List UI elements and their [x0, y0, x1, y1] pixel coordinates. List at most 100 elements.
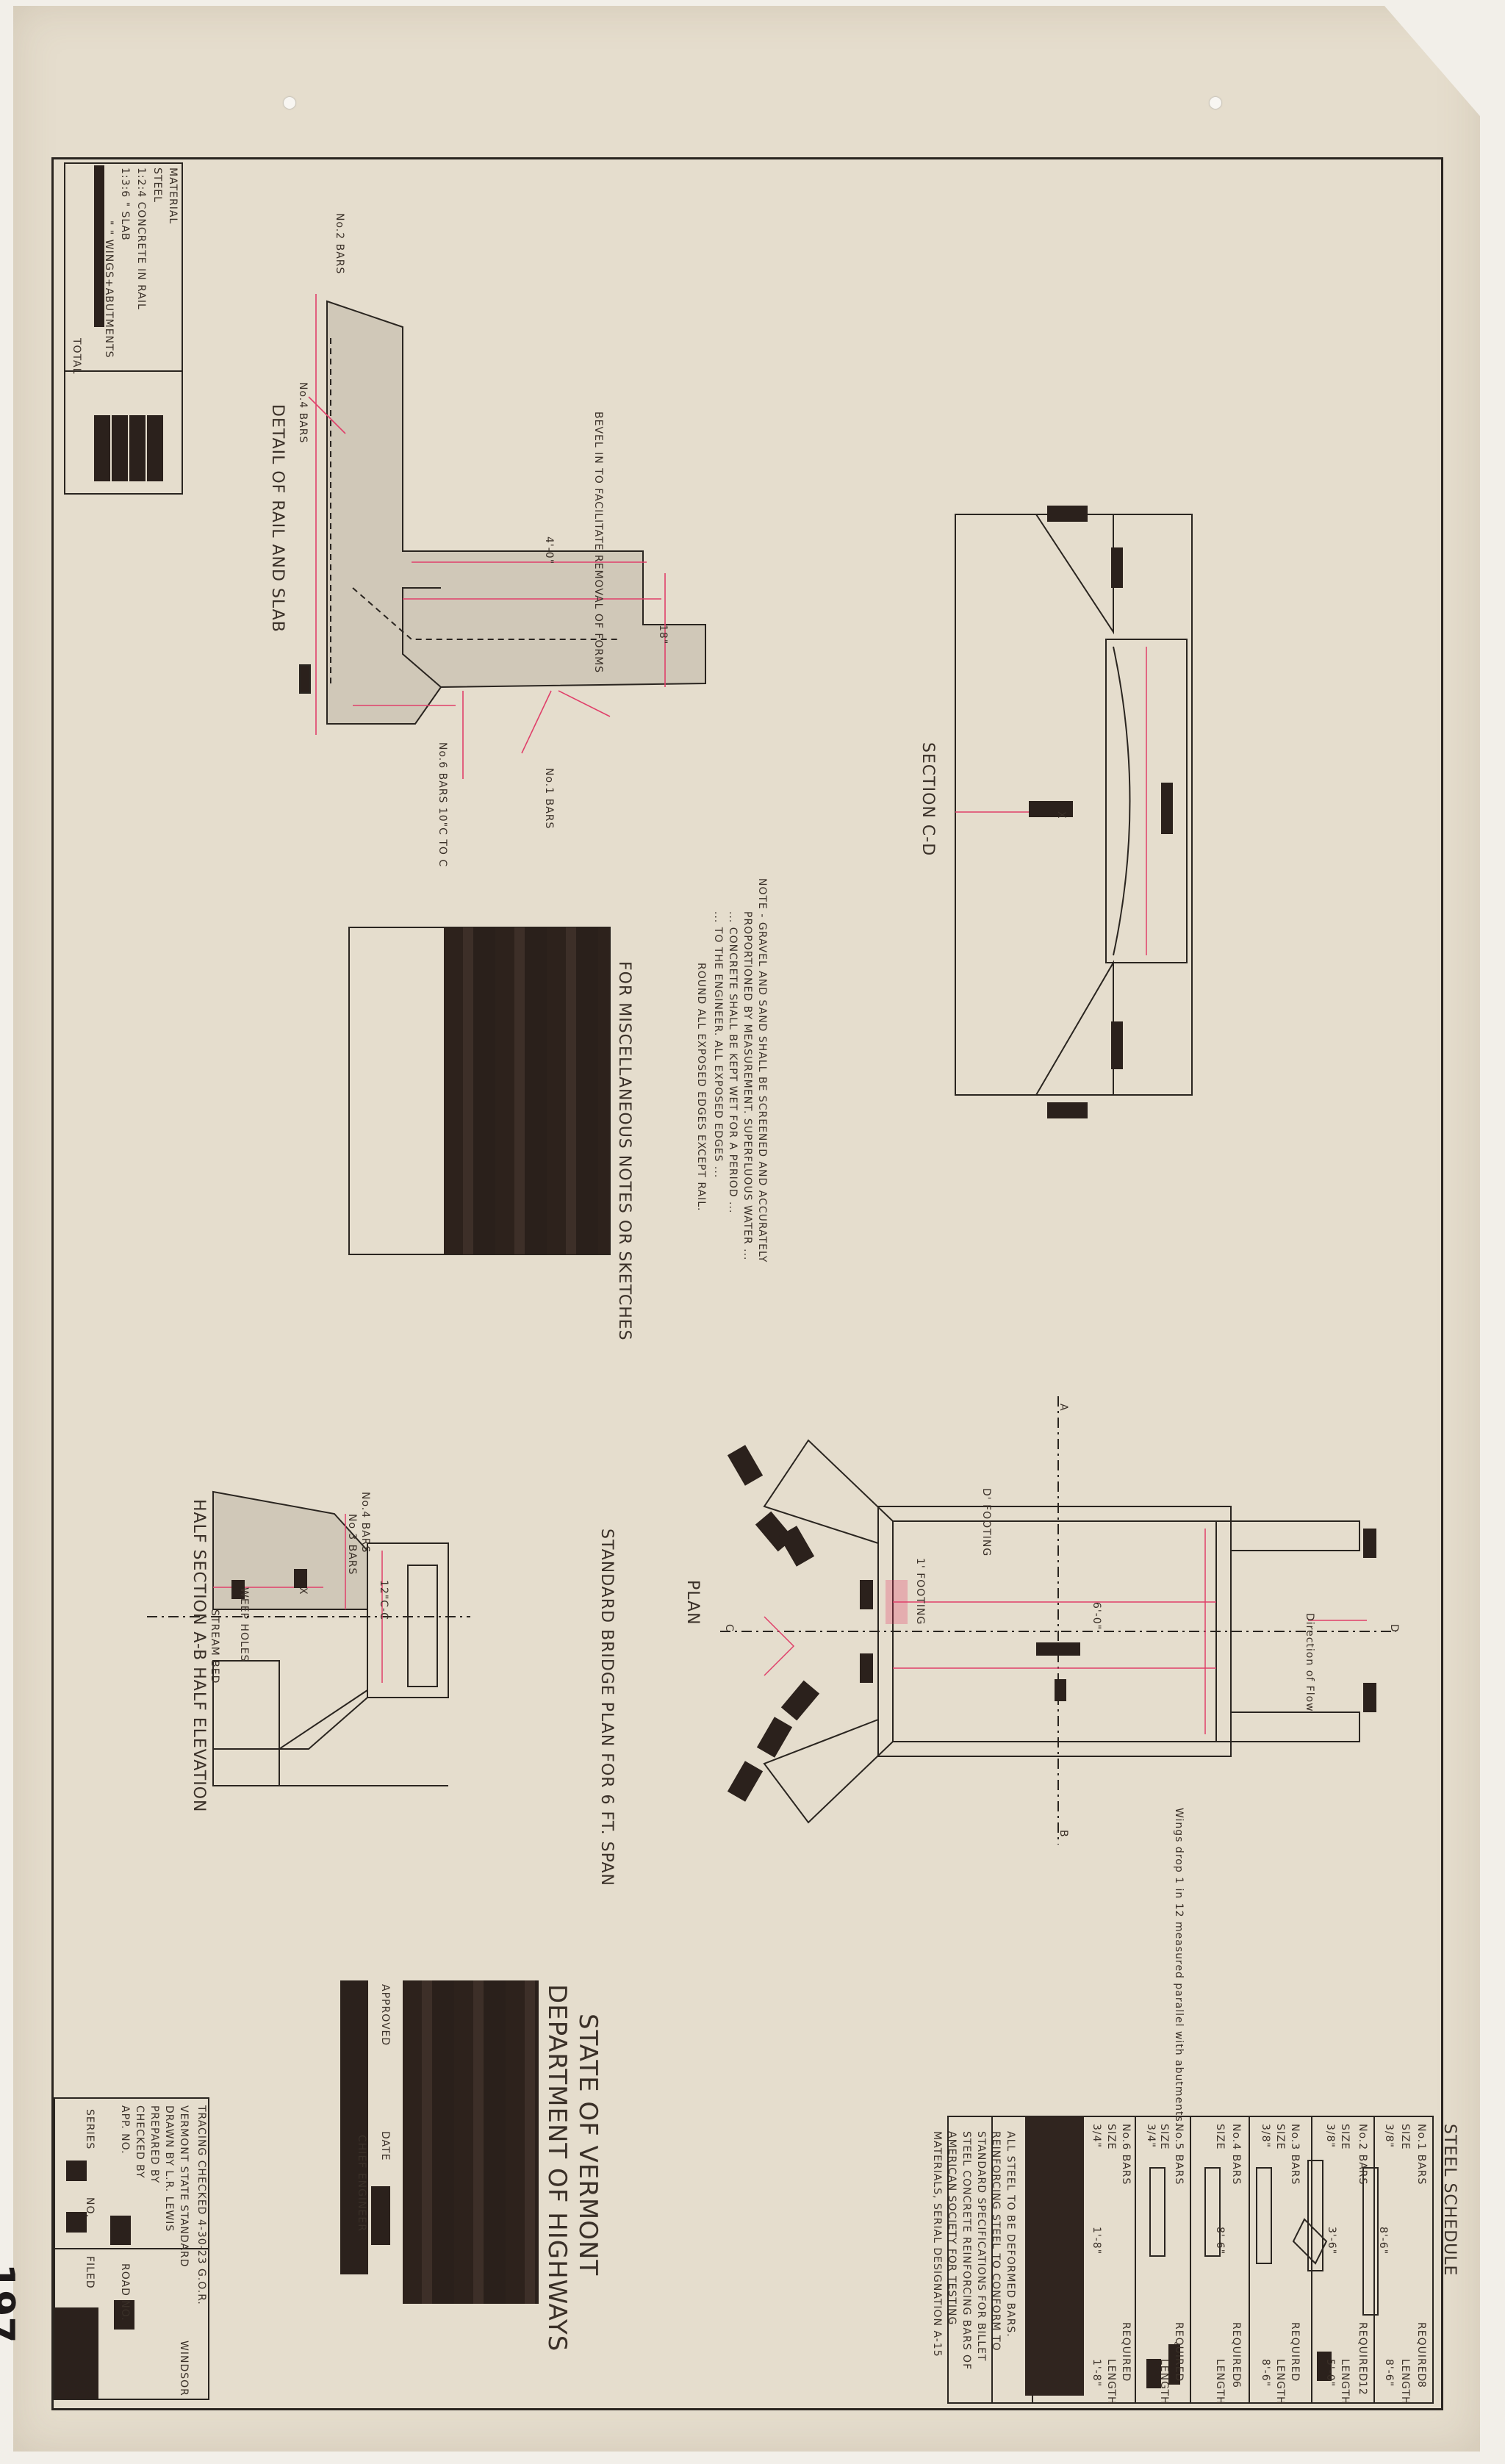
plan-title: PLAN — [683, 1580, 702, 1626]
note-line-5: ROUND ALL EXPOSED EDGES EXCEPT RAIL. — [695, 963, 707, 1212]
plan-section-c: C — [723, 1624, 735, 1632]
schedule-row4-length: 8'-6" — [1214, 2227, 1226, 2255]
plan-redactions — [727, 1445, 1376, 1802]
torn-corner — [1384, 6, 1480, 116]
state-title-line1: STATE OF VERMONT — [573, 2014, 603, 2277]
half-section-title: HALF SECTION A-B HALF ELEVATION — [190, 1499, 208, 1813]
tracing-line-2: DRAWN BY L.R. LEWIS — [163, 2105, 175, 2233]
schedule-row1-length-label: LENGTH — [1399, 2359, 1411, 2405]
plan-dims — [764, 1529, 1367, 1734]
section-cd-dims — [955, 647, 1147, 955]
redacted-approval-strip — [340, 1980, 368, 2274]
schedule-row3-size: SIZE — [1274, 2124, 1286, 2150]
schedule-row5-bar: No.5 BARS — [1173, 2124, 1185, 2185]
schedule-row5-length-label: LENGTH — [1158, 2359, 1170, 2405]
rail-dim-width: 4'-0" — [543, 536, 555, 565]
tracing-no: NO. — [84, 2197, 96, 2219]
note-line-2: PROPORTIONED BY MEASUREMENT. SUPERFLUOUS… — [741, 911, 753, 1261]
schedule-row6-length: 1'-8" — [1091, 2227, 1102, 2255]
material-item-rail: 1:2:4 CONCRETE IN RAIL — [135, 168, 147, 310]
redacted-notes-panel — [444, 927, 610, 1254]
schedule-row5-size-val: 3/4" — [1145, 2124, 1157, 2148]
steel-note: ALL STEEL TO BE DEFORMED BARS. REINFORCI… — [931, 2131, 1016, 2371]
rail-bars-mid: No.4 BARS — [297, 382, 309, 444]
note-line-3: ... CONCRETE SHALL BE KEPT WET FOR A PER… — [727, 911, 739, 1214]
rail-dim-18: 18" — [657, 625, 669, 645]
half-section-spacing: 12"C-C — [378, 1580, 389, 1620]
tracing-line-5: APP. NO. — [119, 2105, 131, 2155]
binder-hole-right — [1210, 97, 1221, 109]
plan-section-b: B — [1057, 1830, 1069, 1838]
rail-bevel-note: BEVEL IN TO FACILITATE REMOVAL OF FORMS — [592, 412, 604, 674]
half-section-ab — [147, 1490, 470, 1786]
steel-schedule-title: STEEL SCHEDULE — [1440, 2124, 1459, 2277]
schedule-row2-required: 12 — [1357, 2381, 1368, 2396]
schedule-row2-size-val: 3/8" — [1324, 2124, 1336, 2148]
approval-chief: CHIEF ENGINEER — [356, 2135, 367, 2232]
schedule-row1-required: 8 — [1415, 2381, 1427, 2388]
schedule-row6-length-label: LENGTH — [1105, 2359, 1117, 2405]
schedule-row1-size-val: 3/8" — [1383, 2124, 1395, 2148]
schedule-row1-size: SIZE — [1399, 2124, 1411, 2150]
sheet-number: 197 — [0, 2263, 22, 2343]
schedule-row4-size: SIZE — [1214, 2124, 1226, 2150]
binder-hole-left — [284, 97, 295, 109]
approval-date: DATE — [379, 2131, 391, 2161]
misc-notes-title: FOR MISCELLANEOUS NOTES OR SKETCHES — [615, 961, 633, 1341]
plan-view — [720, 1396, 1396, 1845]
tracing-checked: TRACING CHECKED 4-30-23 G.O.R. — [195, 2105, 207, 2305]
schedule-row3-length-label: LENGTH — [1274, 2359, 1286, 2405]
redacted-approval-panel — [403, 1980, 539, 2304]
plan-dim-width: 6'-0" — [1091, 1602, 1102, 1631]
schedule-row2-bar: No.2 BARS — [1357, 2124, 1368, 2185]
schedule-row3-size-val: 3/8" — [1260, 2124, 1271, 2148]
tracing-line-4: CHECKED BY — [134, 2105, 146, 2179]
tracing-line-3: PREPARED BY — [148, 2105, 160, 2184]
rail-bars-top: No.2 BARS — [334, 213, 345, 275]
material-total: TOTAL — [71, 338, 82, 375]
material-redactions — [94, 165, 163, 481]
state-title-line2: DEPARTMENT OF HIGHWAYS — [542, 1984, 572, 2352]
drawing-border — [51, 157, 1443, 2410]
half-section-x: X — [297, 1587, 309, 1595]
plan-section-d: D — [1388, 1624, 1400, 1633]
tracing-county: WINDSOR — [178, 2341, 190, 2396]
schedule-row4-required: 6 — [1230, 2381, 1242, 2388]
tracing-line-1: VERMONT STATE STANDARD — [178, 2105, 190, 2268]
section-cd-redactions — [1029, 506, 1173, 1118]
half-section-grade: STREAM BED — [209, 1609, 220, 1684]
approval-approved: APPROVED — [379, 1984, 391, 2047]
tracing-line-6: ROAD NO. — [119, 2263, 131, 2321]
schedule-row2-length: 3'-6" — [1326, 2227, 1337, 2255]
schedule-row3-bar: No.3 BARS — [1289, 2124, 1301, 2185]
rail-bars-bottom: No.6 BARS 10"C TO C — [437, 742, 448, 868]
title-block — [54, 2097, 209, 2400]
schedule-row3-length-val: 8'-6" — [1260, 2359, 1271, 2388]
section-cd — [955, 514, 1193, 1096]
section-cd-x: X — [1055, 811, 1067, 819]
schedule-row4-bar: No.4 BARS — [1230, 2124, 1242, 2185]
rail-slab-dimensions — [308, 294, 666, 779]
material-item-slab: 1:3:6 " SLAB — [119, 168, 131, 241]
schedule-row5-required-label: REQUIRED — [1173, 2322, 1185, 2382]
note-line-4: ... TO THE ENGINEER. ALL EXPOSED EDGES .… — [712, 911, 724, 1179]
plan-footing-mid: 1' FOOTING — [914, 1558, 926, 1626]
schedule-row4-length-label: LENGTH — [1214, 2359, 1226, 2405]
material-block — [64, 162, 183, 495]
schedule-row2-length-label: LENGTH — [1339, 2359, 1351, 2405]
standard-title: STANDARD BRIDGE PLAN FOR 6 FT. SPAN — [597, 1529, 616, 1886]
half-section-redactions — [231, 1569, 307, 1599]
schedule-row2-length-val: 5'-0" — [1324, 2359, 1336, 2388]
schedule-row6-required-label: REQUIRED — [1120, 2322, 1132, 2382]
schedule-row1-length: 8'-6" — [1377, 2227, 1389, 2255]
redacted-date — [371, 2186, 390, 2245]
schedule-row2-required-label: REQUIRED — [1357, 2322, 1368, 2382]
schedule-row3-required-label: REQUIRED — [1289, 2322, 1301, 2382]
schedule-row2-size: SIZE — [1339, 2124, 1351, 2150]
material-title: MATERIAL — [167, 168, 179, 225]
tracing-filed: FILED — [84, 2256, 96, 2289]
plan-footing-top: D' FOOTING — [980, 1488, 992, 1557]
redacted-schedule-col — [1025, 2116, 1084, 2396]
plan-section-a: A — [1057, 1404, 1069, 1412]
material-item-wings: " " WINGS+ABUTMENTS — [103, 220, 115, 359]
